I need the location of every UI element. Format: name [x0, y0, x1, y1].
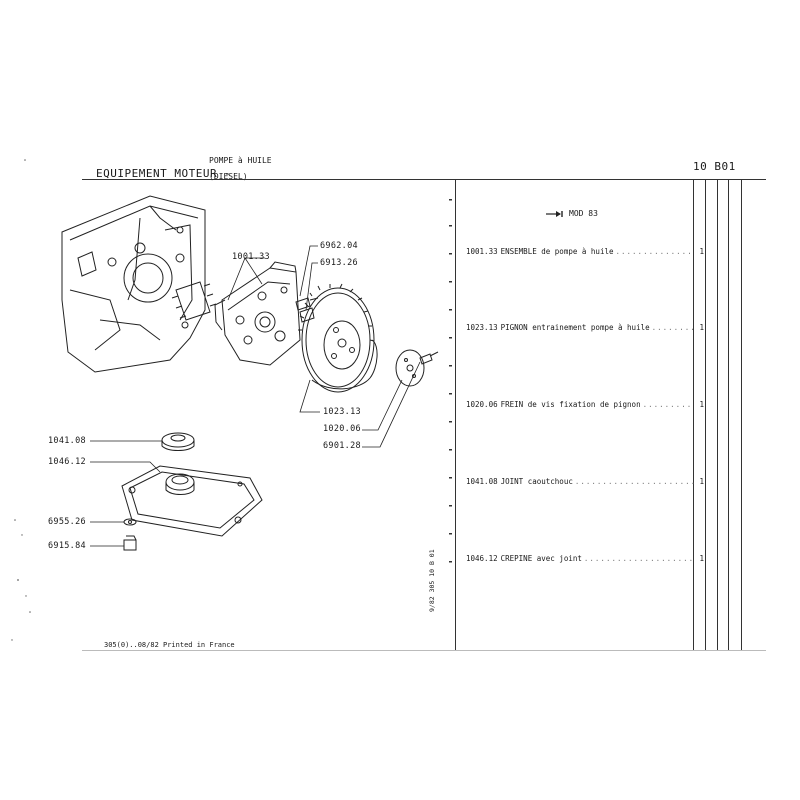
- footer-print-note: 305(0)..08/82 Printed in France: [104, 641, 235, 649]
- subtitle-line-1: POMPE à HUILE: [209, 156, 272, 165]
- callout-1046-12: 1046.12: [48, 457, 86, 467]
- pump-gear-small: [171, 281, 217, 321]
- model-marker: MOD 83: [546, 209, 598, 218]
- callout-1023-13: 1023.13: [323, 407, 361, 417]
- leader-dots: ........................................…: [583, 554, 694, 563]
- footer-rule: [82, 650, 766, 651]
- callout-1001-33: 1001.33: [232, 252, 270, 262]
- leader-dots: ........................................…: [642, 400, 694, 409]
- engine-block: [61, 195, 206, 373]
- part-ref: 1046.12: [466, 554, 498, 563]
- divider-qty-4: [728, 179, 729, 650]
- scan-speckles: [11, 159, 31, 641]
- part-qty: 1: [699, 400, 704, 409]
- part-qty: 1: [699, 323, 704, 332]
- bolt-6915-84: [123, 535, 137, 551]
- divider-left: [455, 179, 456, 650]
- callout-6955-26: 6955.26: [48, 517, 86, 527]
- part-qty: 1: [699, 247, 704, 256]
- divider-qty-2: [705, 179, 706, 650]
- screw-6913-26: [299, 307, 315, 323]
- oil-strainer-1046-12: [121, 465, 263, 537]
- part-ref: 1020.06: [466, 400, 498, 409]
- leader-dots: ........................................…: [615, 247, 695, 256]
- subtitle-line-2: (DIESEL): [209, 172, 248, 181]
- drive-gear-1023-13: [298, 283, 378, 393]
- part-row: 1020.06 FREIN de vis fixation de pignon …: [466, 400, 704, 409]
- vertical-stamp: 9/82 305 10 B 01: [428, 549, 436, 612]
- washer-6955-26: [123, 518, 137, 526]
- callout-1020-06: 1020.06: [323, 424, 361, 434]
- rubber-joint-1041-08: [161, 432, 195, 451]
- leader-lines: [90, 245, 421, 547]
- header-rule: [82, 179, 766, 180]
- part-description: FREIN de vis fixation de pignon: [500, 400, 641, 409]
- part-ref: 1023.13: [466, 323, 498, 332]
- part-description: CREPINE avec joint: [500, 554, 582, 563]
- oil-pump-housing: [214, 261, 301, 366]
- callout-6913-26: 6913.26: [320, 258, 358, 268]
- divider-qty-5: [741, 179, 742, 650]
- leader-dots: ........................................…: [574, 477, 694, 486]
- part-qty: 1: [699, 477, 704, 486]
- margin-ticks: [449, 199, 452, 563]
- page-code: 10 B01: [693, 160, 736, 173]
- callout-1041-08: 1041.08: [48, 436, 86, 446]
- part-description: JOINT caoutchouc: [500, 477, 573, 486]
- section-title: EQUIPEMENT MOTEUR -: [96, 167, 232, 180]
- right-arrow-stop-icon: [546, 210, 563, 217]
- divider-qty-1: [693, 179, 694, 650]
- leader-dots: ........................................…: [651, 323, 694, 332]
- lock-washer-1020-06: [395, 349, 439, 387]
- callout-6915-84: 6915.84: [48, 541, 86, 551]
- part-ref: 1001.33: [466, 247, 498, 256]
- callout-6901-28: 6901.28: [323, 441, 361, 451]
- part-row: 1001.33 ENSEMBLE de pompe à huile ......…: [466, 247, 704, 256]
- divider-qty-3: [717, 179, 718, 650]
- part-row: 1041.08 JOINT caoutchouc ...............…: [466, 477, 704, 486]
- part-description: PIGNON entrainement pompe à huile: [500, 323, 650, 332]
- part-row: 1046.12 CREPINE avec joint .............…: [466, 554, 704, 563]
- part-row: 1023.13 PIGNON entrainement pompe à huil…: [466, 323, 704, 332]
- part-ref: 1041.08: [466, 477, 498, 486]
- part-description: ENSEMBLE de pompe à huile: [500, 247, 614, 256]
- model-label: MOD 83: [569, 209, 598, 218]
- callout-6962-04: 6962.04: [320, 241, 358, 251]
- part-qty: 1: [699, 554, 704, 563]
